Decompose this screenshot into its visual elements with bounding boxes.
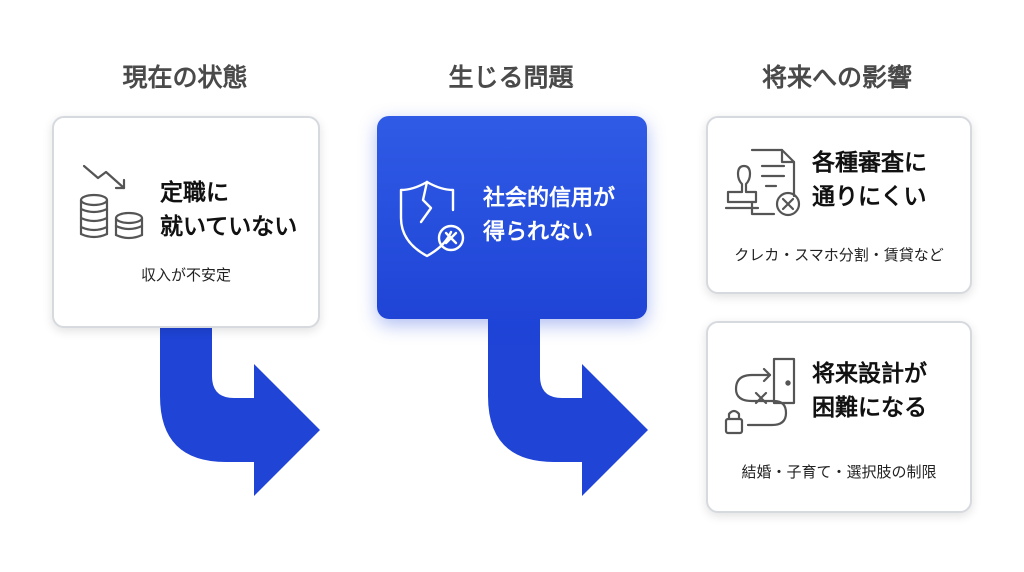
- card-current-title-line2: 就いていない: [160, 214, 298, 240]
- card-problem-title-line1: 社会的信用が: [483, 186, 616, 211]
- flow-arrow-icon: [488, 300, 648, 496]
- card-future2-title-line1: 将来設計が: [812, 361, 927, 387]
- document-stamp-icon: [724, 148, 801, 217]
- card-current-subtitle: 収入が不安定: [140, 266, 231, 284]
- broken-shield-icon: [399, 180, 465, 258]
- card-future2-subtitle: 結婚・子育て・選択肢の制限: [741, 463, 937, 481]
- flow-arrow-icon: [160, 300, 320, 496]
- card-current-title-line1: 定職に: [160, 180, 229, 206]
- card-future1-subtitle: クレカ・スマホ分割・賃貸など: [734, 246, 944, 264]
- card-problem: 社会的信用が 得られない: [377, 116, 647, 319]
- card-problem-title-line2: 得られない: [483, 220, 594, 245]
- card-future-screening: 各種審査に 通りにくい クレカ・スマホ分割・賃貸など: [706, 116, 972, 294]
- column-title-future: 将来への影響: [761, 63, 912, 92]
- card-future-planning: 将来設計が 困難になる 結婚・子育て・選択肢の制限: [706, 321, 972, 513]
- card-current-state: 定職に 就いていない 収入が不安定: [52, 116, 320, 328]
- card-future2-title-line2: 困難になる: [812, 395, 927, 421]
- path-lock-door-icon: [724, 357, 796, 435]
- card-future1-title-line1: 各種審査に: [812, 150, 927, 176]
- column-title-current: 現在の状態: [122, 63, 248, 92]
- card-future1-title-line2: 通りにくい: [812, 184, 927, 210]
- coins-down-icon: [79, 164, 144, 240]
- column-title-problem: 生じる問題: [448, 63, 574, 92]
